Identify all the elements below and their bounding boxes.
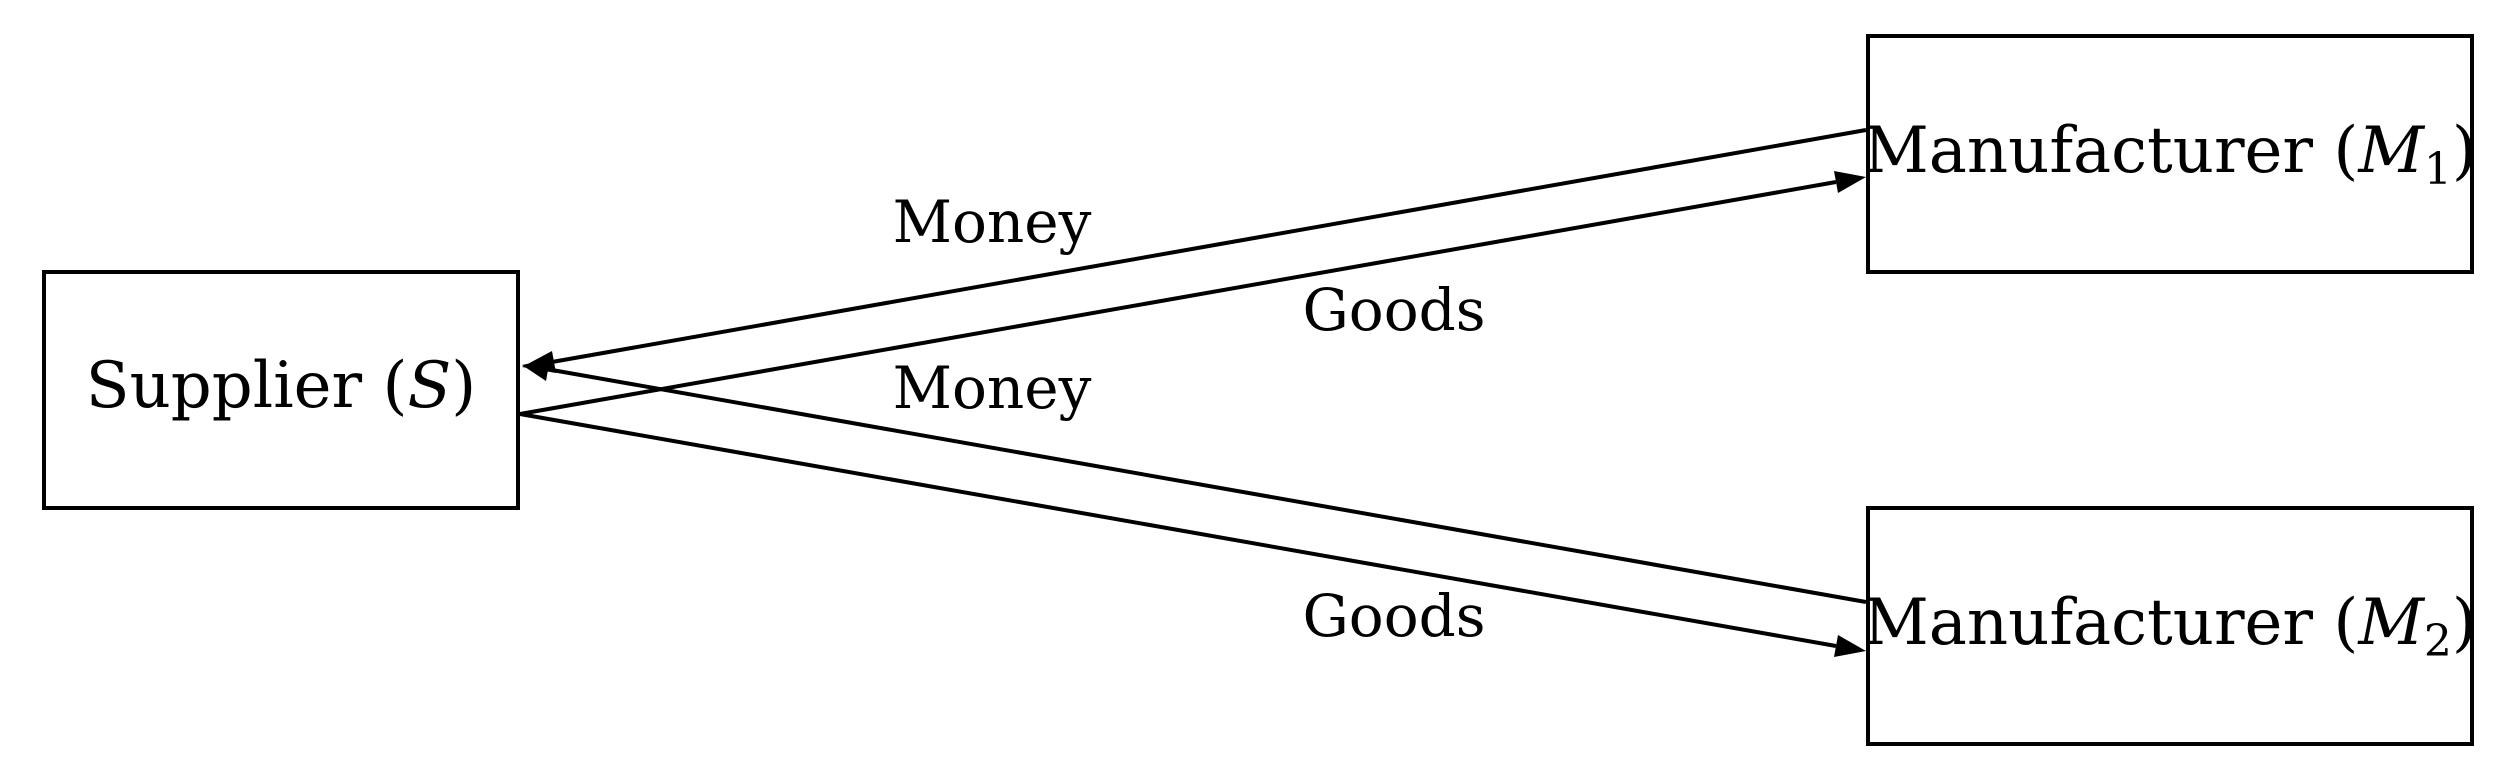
manufacturer-1-symbol: M — [2357, 114, 2425, 188]
manufacturer-1-node: Manufacturer (M1) — [1863, 34, 2477, 274]
goods-arrow-supplier-to-m1 — [519, 180, 1837, 416]
money-label-m2: Money — [893, 354, 1092, 422]
supplier-node: Supplier (S) — [42, 270, 520, 510]
supplier-box — [42, 270, 520, 510]
money-arrow-m1-to-supplier — [551, 128, 1867, 364]
manufacturer-2-label-suffix: ) — [2452, 586, 2477, 660]
supplier-label-text: Supplier ( — [86, 349, 408, 423]
manufacturer-2-label: Manufacturer (M2) — [1863, 586, 2477, 667]
manufacturer-1-box — [1866, 34, 2474, 274]
manufacturer-2-subscript: 2 — [2424, 616, 2452, 667]
manufacturer-1-subscript: 1 — [2424, 144, 2452, 195]
manufacturer-2-label-text: Manufacturer ( — [1863, 586, 2358, 660]
manufacturer-2-box — [1866, 506, 2474, 746]
goods-arrow-supplier-to-m2-head — [1834, 635, 1866, 657]
money-arrow-m2-to-supplier-head — [522, 359, 550, 381]
manufacturer-1-label-text: Manufacturer ( — [1863, 114, 2358, 188]
manufacturer-2-symbol: M — [2357, 586, 2425, 660]
money-label-m1: Money — [893, 188, 1092, 256]
goods-label-m1: Goods — [1302, 276, 1485, 344]
manufacturer-2-node: Manufacturer (M2) — [1863, 506, 2477, 746]
goods-label-m2: Goods — [1302, 582, 1485, 650]
manufacturer-1-label-suffix: ) — [2452, 114, 2477, 188]
supplier-symbol: S — [407, 349, 451, 423]
money-arrow-m2-to-supplier — [551, 368, 1867, 604]
manufacturer-1-label: Manufacturer (M1) — [1863, 114, 2477, 195]
supplier-label-suffix: ) — [451, 349, 476, 423]
goods-arrow-supplier-to-m1-head — [1834, 171, 1866, 193]
supplier-label: Supplier (S) — [86, 349, 477, 423]
goods-arrow-supplier-to-m2 — [519, 412, 1837, 648]
